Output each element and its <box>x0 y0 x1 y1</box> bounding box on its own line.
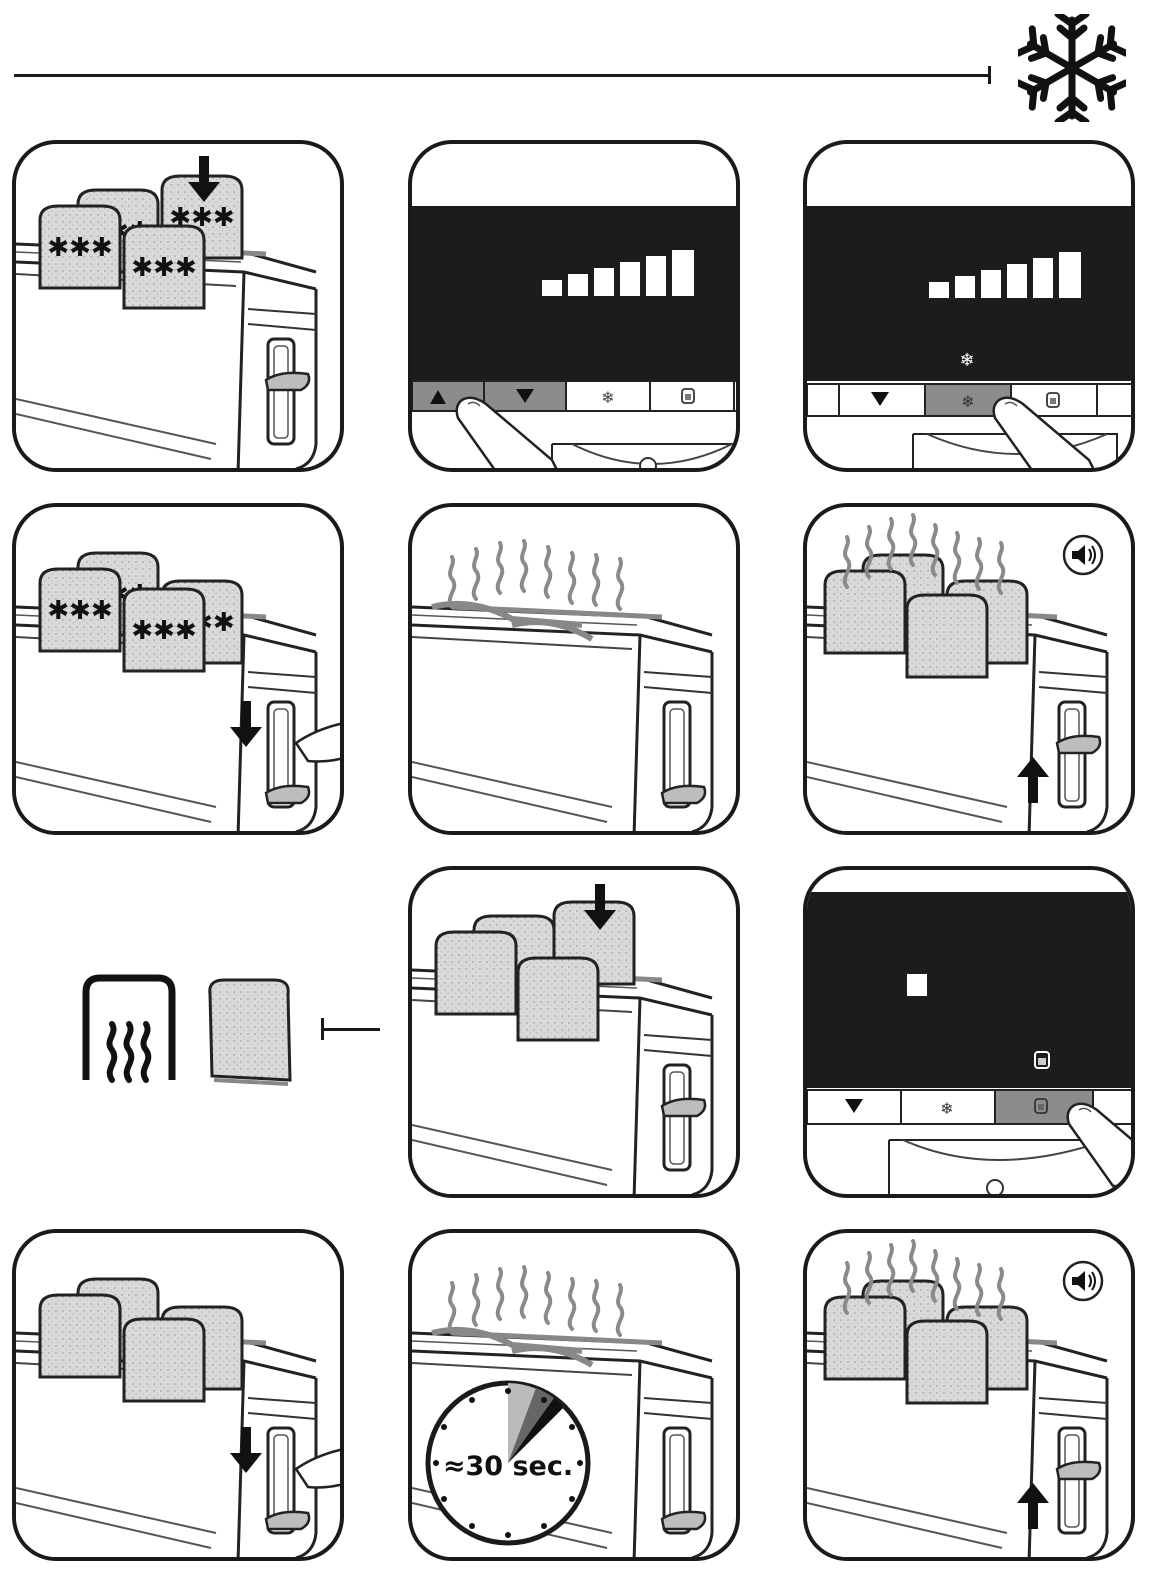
defrost-button-icon: ❄ <box>940 1099 953 1118</box>
timer-icon <box>425 1380 591 1546</box>
browning-level-bars <box>929 252 1081 298</box>
step-lower-lever-2 <box>12 1229 344 1561</box>
step-press-reheat: ❄ <box>803 866 1135 1198</box>
reheat-icon <box>82 974 176 1083</box>
down-button-icon <box>845 1099 863 1113</box>
step-reheating: ≈30 sec. <box>408 1229 740 1561</box>
down-button-icon <box>871 392 889 406</box>
reheat-indicator-icon <box>1034 1051 1050 1069</box>
snowflake-icon <box>1018 14 1126 122</box>
step-lower-lever <box>12 503 344 835</box>
reheat-button-icon <box>681 388 695 404</box>
sound-icon <box>1062 534 1104 576</box>
steam-icon <box>447 1265 625 1337</box>
step-toasting <box>408 503 740 835</box>
toast-slice-icon <box>208 978 292 1086</box>
down-button-icon <box>516 389 534 403</box>
step-frozen-bread-insert <box>12 140 344 472</box>
step-pop-up <box>803 503 1135 835</box>
step-select-browning-level: ❄ <box>408 140 740 472</box>
step-press-defrost: ❄ ❄ <box>803 140 1135 472</box>
sound-icon <box>1062 1260 1104 1302</box>
browning-level-bar <box>907 974 927 996</box>
section-divider-line <box>14 74 990 77</box>
defrost-indicator-icon: ❄ <box>959 350 974 371</box>
step-pop-up-2 <box>803 1229 1135 1561</box>
divider-end-tick <box>988 66 991 84</box>
browning-level-bars <box>542 250 694 296</box>
steam-icon <box>447 539 625 611</box>
reheat-connector-line <box>322 1028 380 1031</box>
reheat-button-icon <box>1034 1098 1048 1114</box>
defrost-button-icon: ❄ <box>961 392 974 411</box>
reheat-button-icon <box>1046 392 1060 408</box>
up-button-icon <box>430 390 446 404</box>
reheat-connector-tick <box>321 1018 324 1040</box>
timer-duration-label: ≈30 sec. <box>442 1451 574 1482</box>
step-toast-insert <box>408 866 740 1198</box>
defrost-button-icon: ❄ <box>601 388 614 407</box>
